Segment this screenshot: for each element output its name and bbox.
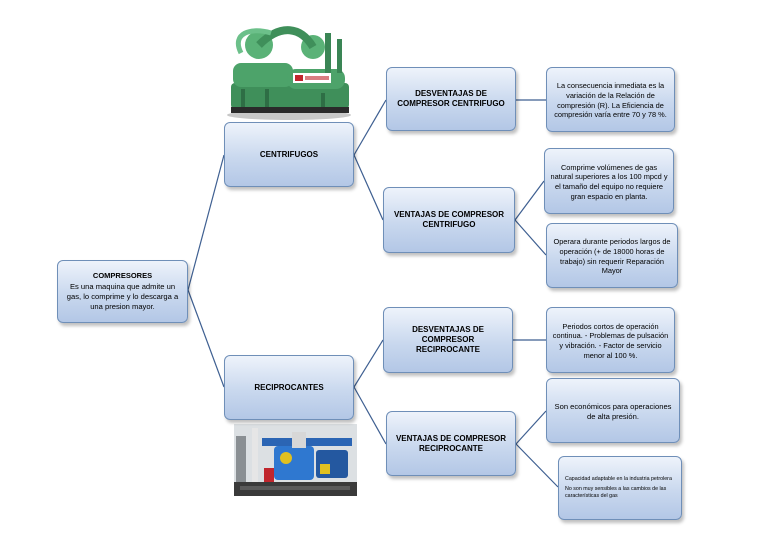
node-ventajas-centrifugo: VENTAJAS DE COMPRESOR CENTRIFUGO <box>383 187 515 253</box>
node-detail-ventajas-reciprocante-2: Capacidad adaptable en la industria petr… <box>558 456 682 520</box>
root-node-compresores: COMPRESORES Es una maquina que admite un… <box>57 260 188 323</box>
node-centrifugos: CENTRIFUGOS <box>224 122 354 187</box>
connector-reciprocantes-ventajas <box>353 386 387 445</box>
ventajas-centrifugo-label: VENTAJAS DE COMPRESOR CENTRIFUGO <box>393 210 505 229</box>
detail-ventajas-reciprocante-2-line-2: No son muy sensibles a las cambios de la… <box>565 485 667 500</box>
detail-ventajas-centrifugo-2-text: Operara durante periodos largos de opera… <box>553 237 671 276</box>
centrifugal-compressor-photo <box>221 23 357 121</box>
connector-centrifugos-ventajas <box>353 154 384 221</box>
node-detail-ventajas-reciprocante-1: Son económicos para operaciones de alta … <box>546 378 680 443</box>
node-desventajas-centrifugo: DESVENTAJAS DE COMPRESOR CENTRIFUGO <box>386 67 516 131</box>
root-title: COMPRESORES <box>92 271 153 281</box>
detail-ventajas-centrifugo-1-text: Comprime volúmenes de gas natural superi… <box>550 162 668 201</box>
connector-ventajas-c-detail-2 <box>514 219 547 256</box>
node-desventajas-reciprocante: DESVENTAJAS DE COMPRESOR RECIPROCANTE <box>383 307 513 373</box>
node-ventajas-reciprocante: VENTAJAS DE COMPRESOR RECIPROCANTE <box>386 411 516 476</box>
detail-ventajas-reciprocante-1-text: Son económicos para operaciones de alta … <box>554 401 672 421</box>
node-detail-ventajas-centrifugo-2: Operara durante periodos largos de opera… <box>546 223 678 288</box>
ventajas-reciprocante-label: VENTAJAS DE COMPRESOR RECIPROCANTE <box>395 433 507 453</box>
centrifugos-label: CENTRIFUGOS <box>259 149 319 159</box>
connector-centrifugos-desventajas <box>353 99 387 156</box>
connector-reciprocantes-desventajas <box>353 339 384 388</box>
node-detail-desventajas-reciprocante: Periodos cortos de operación continua. -… <box>546 307 675 373</box>
desventajas-reciprocante-label: DESVENTAJAS DE COMPRESOR RECIPROCANTE <box>412 325 484 354</box>
connector-ventajas-r-detail-2 <box>515 443 559 488</box>
connector-root-reciprocantes <box>187 289 225 388</box>
connector-root-centrifugos <box>187 154 225 291</box>
connector-ventajas-r-detail-1 <box>515 410 547 445</box>
node-detail-desventajas-centrifugo: La consecuencia inmediata es la variació… <box>546 67 675 132</box>
detail-ventajas-reciprocante-2-line-1: Capacidad adaptable en la industria petr… <box>565 475 672 482</box>
reciprocantes-label: RECIPROCANTES <box>254 382 324 392</box>
connector-ventajas-c-detail-1 <box>514 180 545 221</box>
reciprocating-compressor-photo <box>234 424 357 496</box>
node-detail-ventajas-centrifugo-1: Comprime volúmenes de gas natural superi… <box>544 148 674 214</box>
root-description: Es una maquina que admite un gas, lo com… <box>66 282 179 312</box>
detail-desventajas-centrifugo-text: La consecuencia inmediata es la variació… <box>554 81 667 120</box>
node-reciprocantes: RECIPROCANTES <box>224 355 354 420</box>
desventajas-centrifugo-label: DESVENTAJAS DE COMPRESOR CENTRIFUGO <box>397 89 505 108</box>
detail-desventajas-reciprocante-text: Periodos cortos de operación continua. -… <box>552 321 669 360</box>
